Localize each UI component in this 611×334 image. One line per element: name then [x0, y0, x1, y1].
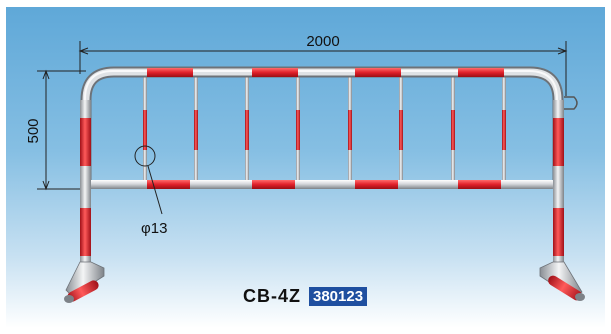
infill-bar-stripe: [194, 110, 198, 150]
diameter-label: φ13: [141, 220, 167, 237]
diameter-callout: [134, 145, 163, 215]
height-label: 500: [25, 118, 42, 143]
product-caption: CB-4Z 380123: [243, 286, 368, 307]
infill-bar-stripe: [451, 110, 455, 150]
infill-bar-stripe: [245, 110, 249, 150]
connector-hook: [564, 96, 578, 110]
infill-bar-stripe: [348, 110, 352, 150]
infill-bar-stripe: [502, 110, 506, 150]
infill-bar-stripe: [296, 110, 300, 150]
width-label: 2000: [306, 33, 339, 50]
infill-bar-stripe: [399, 110, 403, 150]
model-code: CB-4Z: [243, 286, 301, 306]
infill-bar-stripe: [143, 110, 147, 150]
right-leg: [539, 100, 585, 301]
infill-bars: [143, 75, 506, 183]
bottom-rail: [86, 180, 556, 189]
height-dimension: [37, 69, 86, 191]
width-dimension: [78, 41, 568, 96]
left-leg: [64, 100, 105, 303]
top-rail: [80, 66, 564, 180]
product-number-badge: 380123: [309, 287, 368, 306]
